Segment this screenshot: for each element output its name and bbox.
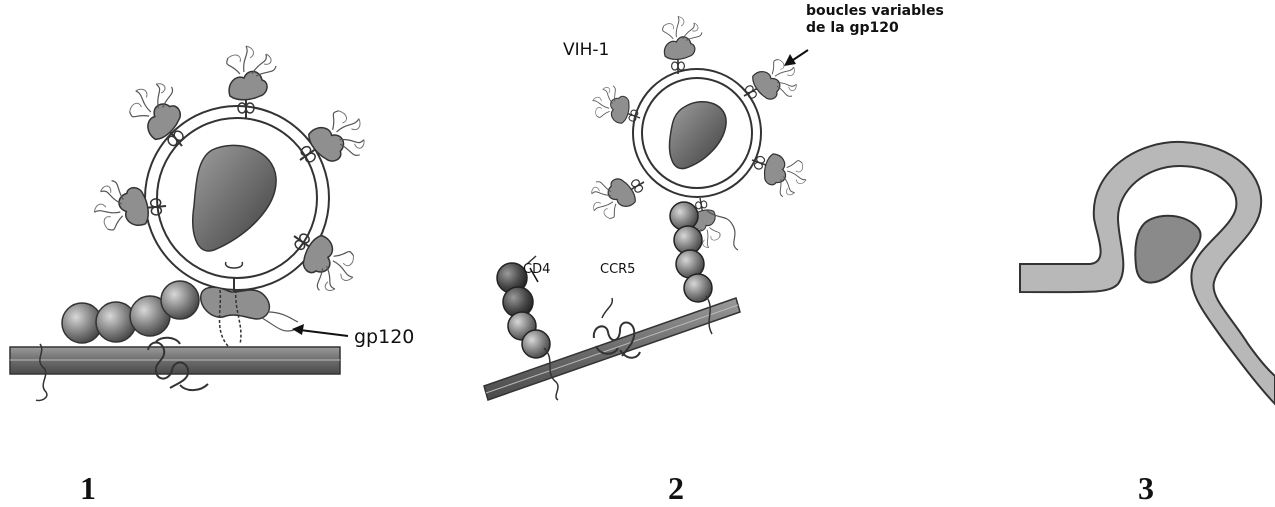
panel-2-coreceptor-binding: [484, 16, 811, 400]
cd4-label: CD4: [523, 262, 550, 277]
capsid-core: [193, 145, 276, 251]
virus-label: VIH-1: [563, 40, 609, 60]
variable-loops-label-line1: boucles variables: [806, 3, 944, 19]
capsid-core-2: [670, 102, 727, 169]
ccr5-label: CCR5: [600, 262, 635, 277]
panel-number-1: 1: [80, 470, 96, 507]
panel-1-virus-binding: [10, 46, 376, 401]
variable-loops-label-line2: de la gp120: [806, 20, 899, 36]
cd4-receptor: [62, 281, 199, 343]
panel-number-3: 3: [1138, 470, 1154, 507]
panel-3-membrane-fusion: [1020, 142, 1275, 404]
gp120-label: gp120: [354, 326, 414, 348]
variable-loops-arrow: [784, 50, 808, 66]
panel-number-2: 2: [668, 470, 684, 507]
gp120-arrow: [292, 324, 348, 336]
